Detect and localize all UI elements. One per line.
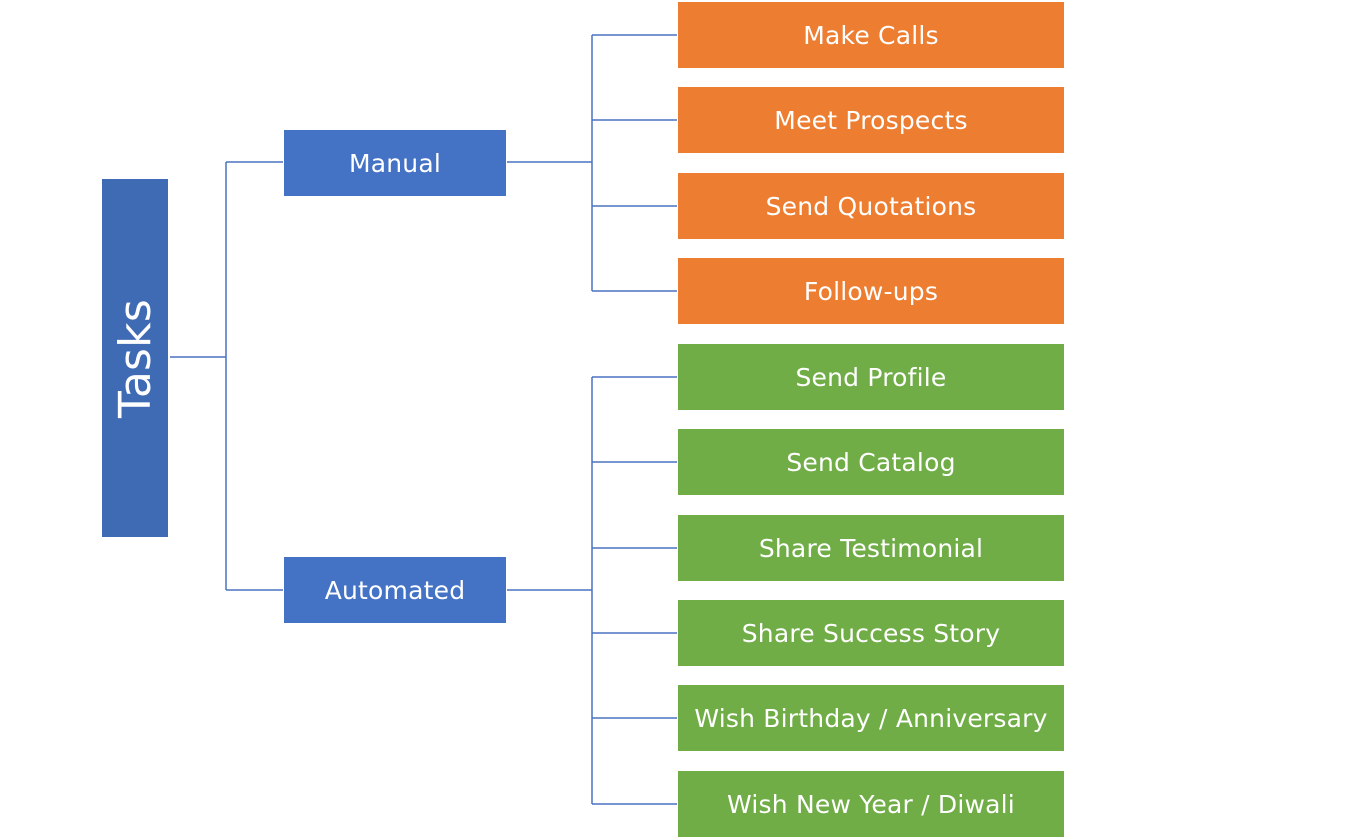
root-node-tasks: Tasks xyxy=(102,179,168,537)
branch-node-manual: Manual xyxy=(284,130,506,196)
leaf-share-testimonial: Share Testimonial xyxy=(678,515,1064,581)
leaf-make-calls: Make Calls xyxy=(678,2,1064,68)
leaf-send-profile: Send Profile xyxy=(678,344,1064,410)
leaf-wish-birthday-anniversary: Wish Birthday / Anniversary xyxy=(678,685,1064,751)
connector-group xyxy=(170,34,677,805)
leaf-send-catalog: Send Catalog xyxy=(678,429,1064,495)
leaf-follow-ups: Follow-ups xyxy=(678,258,1064,324)
leaf-wish-new-year-diwali: Wish New Year / Diwali xyxy=(678,771,1064,837)
leaf-share-success-story: Share Success Story xyxy=(678,600,1064,666)
leaf-send-quotations: Send Quotations xyxy=(678,173,1064,239)
root-node-label: Tasks xyxy=(109,298,161,418)
leaf-meet-prospects: Meet Prospects xyxy=(678,87,1064,153)
branch-node-automated: Automated xyxy=(284,557,506,623)
